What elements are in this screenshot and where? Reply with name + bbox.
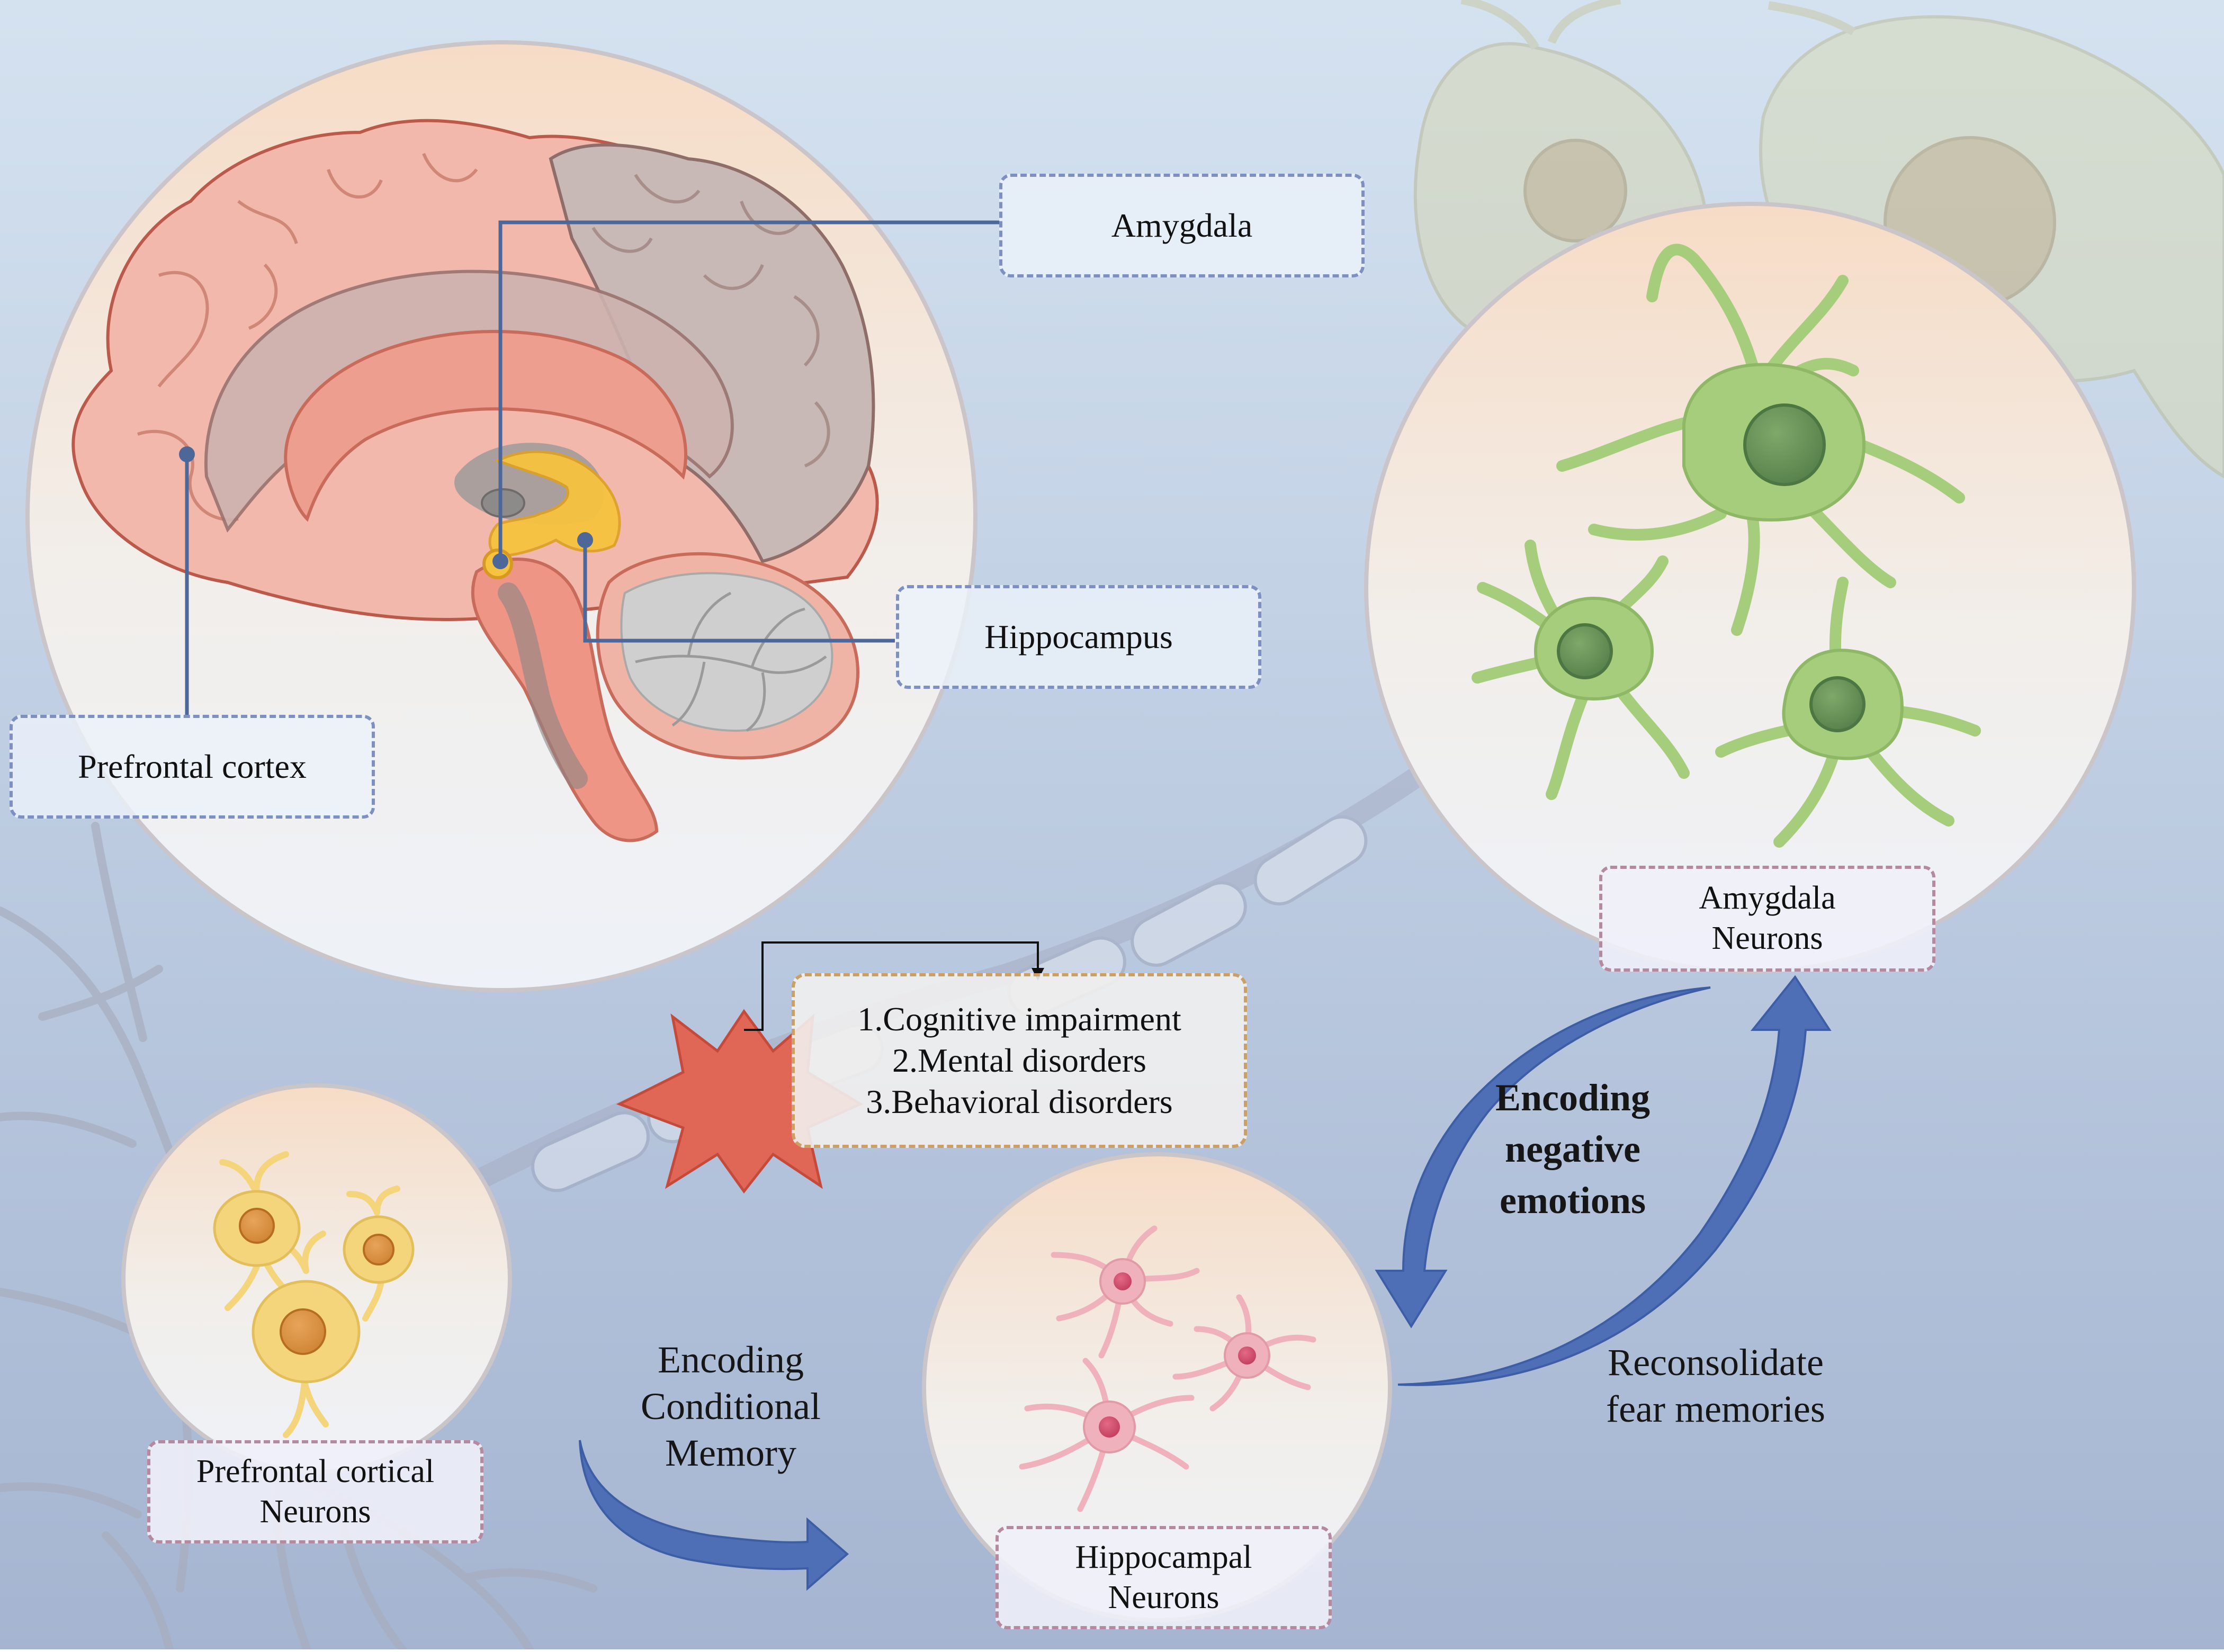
consequence-item: 3.Behavioral disorders <box>866 1083 1173 1121</box>
arrow-text-line: emotions <box>1500 1179 1646 1222</box>
consequence-item: 2.Mental disorders <box>892 1041 1146 1079</box>
arrow-prefrontal-to-hippocampus <box>579 1440 849 1591</box>
prefrontal-cortex-label-text: Prefrontal cortex <box>78 747 307 785</box>
prefrontal-pin-dot <box>179 446 195 462</box>
hippocampal-neurons-label: Hippocampal Neurons <box>996 1526 1332 1629</box>
hippocampus-pin-dot <box>577 532 593 548</box>
arrow-text-line: fear memories <box>1606 1387 1825 1430</box>
hippocampal-neurons-illustration <box>1019 1225 1316 1512</box>
prefrontal-neurons-label-line-1: Prefrontal cortical <box>196 1453 435 1489</box>
prefrontal-neurons-label: Prefrontal cortical Neurons <box>147 1440 483 1543</box>
arrow-text-line: Conditional <box>641 1385 821 1427</box>
arrow-text-line: Encoding <box>1495 1076 1651 1119</box>
amygdala-pin-dot <box>492 553 508 569</box>
prefrontal-cortex-label: Prefrontal cortex <box>10 715 375 819</box>
brain-sagittal-illustration <box>71 119 879 842</box>
hippocampus-leader-line <box>583 540 895 643</box>
amygdala-label: Amygdala <box>999 174 1365 277</box>
reconsolidate-fear-memories-text: Reconsolidate fear memories <box>1557 1340 1875 1433</box>
leader-lines <box>185 220 1000 715</box>
amygdala-neurons-label: Amygdala Neurons <box>1599 866 1935 972</box>
amygdala-neurons-label-line-2: Neurons <box>1711 920 1823 956</box>
amygdala-leader-line <box>498 220 1000 561</box>
amygdala-neurons-label-line-1: Amygdala <box>1699 880 1836 917</box>
arrow-text-line: Memory <box>665 1431 796 1474</box>
amygdala-neurons-illustration <box>1472 244 1981 848</box>
consequence-item: 1.Cognitive impairment <box>857 1000 1181 1038</box>
consequences-box: 1.Cognitive impairment 2.Mental disorder… <box>792 973 1247 1148</box>
arrow-text-line: negative <box>1505 1128 1640 1171</box>
hippocampus-highlight <box>488 450 621 558</box>
encoding-negative-emotions-text: Encoding negative emotions <box>1440 1072 1705 1227</box>
prefrontal-neurons-label-line-2: Neurons <box>259 1493 371 1530</box>
encoding-conditional-memory-text: Encoding Conditional Memory <box>593 1337 868 1476</box>
hippocampal-neurons-label-line-1: Hippocampal <box>1075 1539 1252 1575</box>
amygdala-label-text: Amygdala <box>1111 206 1253 244</box>
prefrontal-neurons-illustration <box>213 1151 415 1438</box>
arrow-text-line: Encoding <box>658 1339 804 1381</box>
hippocampus-label: Hippocampus <box>896 585 1261 689</box>
arrow-hippocampus-to-amygdala <box>1397 975 1832 1386</box>
hippocampus-label-text: Hippocampus <box>984 617 1173 656</box>
arrow-amygdala-to-hippocampus <box>1375 986 1711 1328</box>
hippocampal-neurons-label-line-2: Neurons <box>1108 1579 1219 1615</box>
arrow-text-line: Reconsolidate <box>1608 1341 1824 1384</box>
corpus-callosum <box>284 330 688 522</box>
star-to-box-connector <box>744 941 1044 1031</box>
